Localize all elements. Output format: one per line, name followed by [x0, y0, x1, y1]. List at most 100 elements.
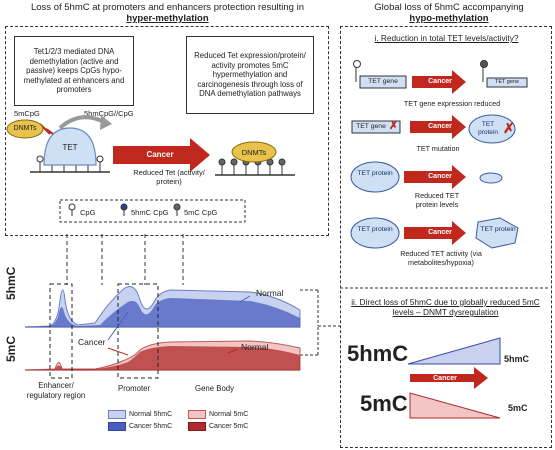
cancer-arrow-r1	[412, 70, 466, 94]
grey-curved-arrow	[58, 115, 105, 130]
tet-protein-altered	[475, 217, 519, 249]
tet-gene-label-small: TET gene	[494, 79, 520, 85]
normal-label-5mc: Normal	[241, 342, 269, 352]
enhancer-region-box	[49, 283, 73, 379]
swatch-normal-5mc	[188, 410, 206, 419]
5mc-triangle	[409, 392, 501, 419]
legend-normal-5mc-text: Normal 5mC	[209, 411, 249, 418]
cancer-pointer-2	[107, 347, 129, 356]
small-5mc-label: 5mC	[508, 403, 528, 413]
left-title-line2: hyper-methylation	[126, 13, 209, 24]
mutation-x-icon-gene: ✗	[389, 120, 399, 132]
legend-cancer-5mc-text: Cancer 5mC	[209, 423, 249, 430]
cancer-label-r1: Cancer	[428, 78, 452, 85]
left-info-box-2: Reduced Tet expression/protein/ activity…	[186, 36, 314, 114]
caption-levels: Reduced TET protein levels	[414, 191, 460, 209]
mutation-x-icon-protein: ✗	[503, 120, 515, 136]
big-5mc-label: 5mC	[360, 391, 408, 416]
cpg-legend-box	[59, 199, 246, 223]
right-title-line1: Global loss of 5hmC accompanying	[374, 2, 524, 13]
tet-gene-box-1b	[486, 77, 528, 88]
cancer-label-r3: Cancer	[428, 173, 452, 180]
caption-mutation: TET mutation	[416, 144, 460, 153]
dnmts-label-right: DNMTs	[241, 148, 267, 157]
tet-protein-label-3: TET protein	[357, 170, 393, 177]
tet-label: TET	[62, 143, 78, 152]
normal-label-5hmc: Normal	[256, 288, 284, 298]
label-5mcpg: 5mCpG	[14, 109, 40, 118]
tet-protein-mutant	[468, 114, 516, 144]
tet-enzyme	[43, 127, 97, 166]
cancer-label-left: Cancer	[146, 150, 174, 159]
tss-lollipop-1b	[480, 60, 488, 68]
left-panel	[5, 26, 329, 236]
right-title: Global loss of 5hmC accompanying hypo-me…	[345, 2, 553, 24]
tet-protein-4	[350, 217, 400, 249]
left-title: Loss of 5hmC at promoters and enhancers …	[0, 2, 335, 24]
tet-gene-label-2: TET gene	[356, 123, 386, 130]
cancer-label-plot: Cancer	[78, 337, 106, 347]
5hmc-triangle	[407, 337, 501, 365]
left-info-box-1-text: Tet1/2/3 mediated DNA demethylation (act…	[23, 47, 125, 95]
left-info-box-2-text: Reduced Tet expression/protein/ activity…	[194, 51, 306, 99]
legend-normal-5mc: Normal 5mC	[188, 410, 248, 419]
tet-protein-label-4: TET protein	[357, 226, 393, 233]
tet-protein-3	[350, 161, 400, 193]
tet-protein-mutant-label: TET protein	[478, 121, 498, 136]
right-panel	[340, 26, 552, 448]
cancer-5hmc-area	[25, 298, 300, 327]
tet-gene-box-1	[359, 75, 407, 89]
label-5hmcpg: 5hmCpG//CpG	[84, 109, 134, 118]
legend-cancer-5hmc-text: Cancer 5hmC	[129, 423, 173, 430]
cancer-arrow-left	[113, 138, 210, 172]
dnmts-label-left: DNMTs	[13, 125, 37, 132]
cancer-label-r2: Cancer	[428, 123, 452, 130]
cancer-pointer-1	[107, 311, 129, 341]
legend-5mc-text: 5mC CpG	[184, 208, 218, 217]
legend-5mc-icon	[173, 203, 181, 211]
xlabel-enhancer: Enhancer/ regulatory region	[26, 381, 86, 400]
big-5hmc-label: 5hmC	[347, 341, 409, 366]
left-info-box-1: Tet1/2/3 mediated DNA demethylation (act…	[14, 36, 134, 106]
normal-5hmc-pointer	[239, 295, 251, 303]
legend-normal-5hmc: Normal 5hmC	[108, 410, 172, 419]
section1-title: i. Reduction in total TET levels/activit…	[374, 33, 519, 43]
swatch-cancer-5mc	[188, 422, 206, 431]
xlabel-genebody: Gene Body	[195, 384, 235, 393]
cancer-arrow-r2	[410, 115, 466, 139]
cancer-label-r4: Cancer	[428, 229, 452, 236]
grey-arrowhead	[100, 115, 112, 130]
legend-5hmc-text: 5hmC CpG	[131, 208, 169, 217]
caption-expression: TET gene expression reduced	[403, 99, 501, 108]
xlabel-promoter: Promoter	[118, 384, 151, 393]
cancer-label-r5: Cancer	[433, 375, 457, 382]
small-5hmc-label: 5hmC	[504, 354, 530, 364]
swatch-cancer-5hmc	[108, 422, 126, 431]
cancer-arrow-r4	[404, 221, 466, 245]
dnmts-ellipse-left	[6, 119, 44, 139]
dnmts-ellipse-right	[231, 141, 277, 163]
legend-normal-5hmc-text: Normal 5hmC	[129, 411, 173, 418]
reduced-tet-label: Reduced Tet (activity/ protein)	[133, 168, 205, 186]
left-title-line1: Loss of 5hmC at promoters and enhancers …	[30, 2, 304, 13]
promoter-region-box	[117, 283, 159, 379]
cancer-arrow-r3	[404, 165, 466, 189]
legend-cpg-icon	[68, 203, 76, 211]
normal-5mc-pointer	[227, 348, 239, 354]
tet-gene-label-1: TET gene	[368, 78, 398, 85]
tet-gene-box-2	[351, 120, 401, 134]
swatch-normal-5hmc	[108, 410, 126, 419]
tet-protein-small	[479, 172, 503, 184]
legend-cancer-5hmc: Cancer 5hmC	[108, 422, 172, 431]
cancer-arrow-r5	[410, 367, 488, 389]
legend-cpg-text: CpG	[80, 208, 96, 217]
right-title-line2: hypo-methylation	[409, 13, 489, 24]
section2-title: ii. Direct loss of 5hmC due to globally …	[351, 297, 540, 317]
legend-5hmc-icon	[120, 203, 128, 211]
tss-lollipop-1	[353, 60, 361, 68]
tet-protein-label-5: TET protein	[480, 226, 516, 233]
caption-activity: Reduced TET activity (via metabolites/hy…	[400, 249, 482, 267]
